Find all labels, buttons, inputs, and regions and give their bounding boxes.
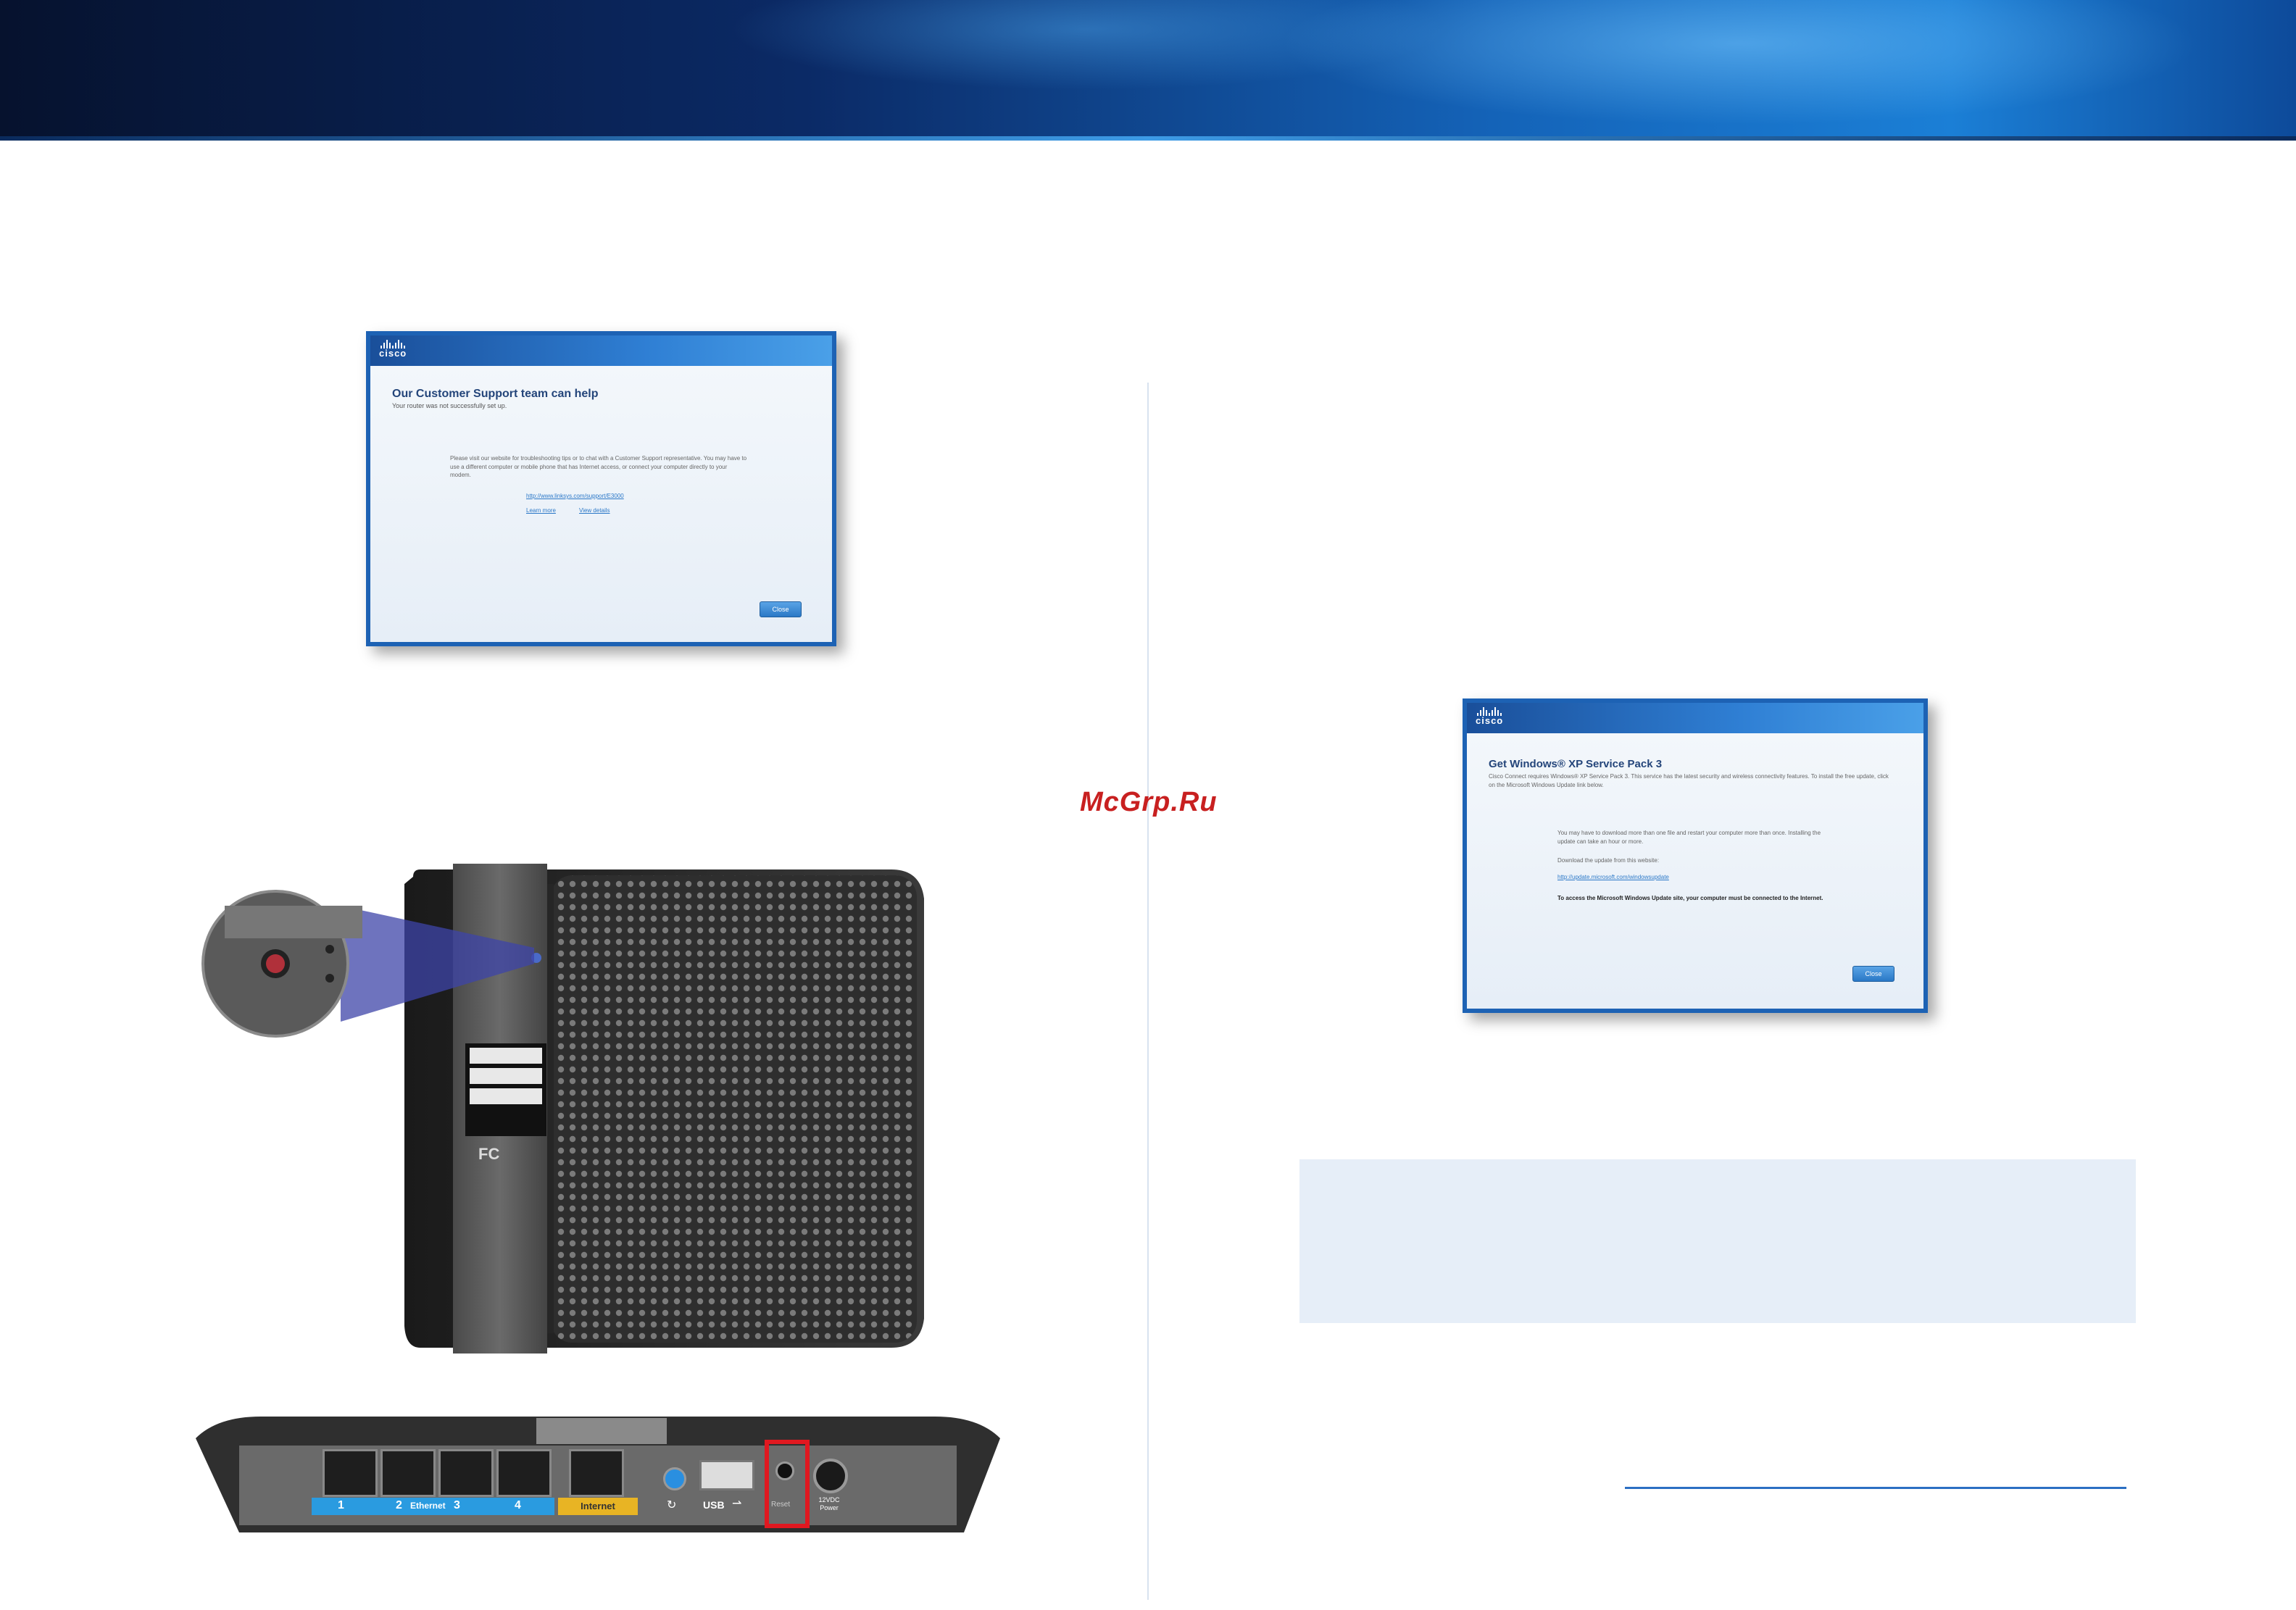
dialog-body-text: You may have to download more than one f…: [1557, 830, 1821, 845]
zoom-beam: [341, 906, 534, 1022]
ethernet-port-2[interactable]: [380, 1449, 436, 1497]
internet-label-bar: Internet: [558, 1498, 638, 1515]
cisco-logo: cisco: [379, 340, 407, 358]
dialog-title: Get Windows® XP Service Pack 3: [1489, 758, 1663, 770]
port-number-4: 4: [515, 1499, 521, 1511]
internet-port[interactable]: [569, 1449, 624, 1497]
reset-label: Reset: [771, 1501, 791, 1509]
learn-more-link[interactable]: Learn more: [526, 507, 556, 514]
reset-zoom-circle: [201, 890, 362, 1038]
ethernet-label-bar: 1 2 Ethernet 3 4: [312, 1498, 554, 1515]
dialog-header: cisco: [1467, 703, 1923, 733]
router-back-view: 1 2 Ethernet 3 4 Internet ↻ USB ⇀ Reset …: [196, 1409, 1000, 1540]
ethernet-port-4[interactable]: [496, 1449, 552, 1497]
support-link[interactable]: http://www.linksys.com/support/E3000: [526, 493, 624, 499]
dialog-body: Get Windows® XP Service Pack 3 Cisco Con…: [1467, 733, 1923, 1009]
column-divider: [1147, 383, 1149, 1600]
dialog-download-label: Download the update from this website:: [1557, 857, 1660, 864]
reset-button[interactable]: [775, 1461, 794, 1480]
reset-highlight-box: [765, 1440, 810, 1528]
dialog-intro-text: Cisco Connect requires Windows® XP Servi…: [1489, 773, 1889, 788]
ethernet-port-1[interactable]: [323, 1449, 378, 1497]
router-top-view: FC: [201, 864, 924, 1354]
wps-icon: ↻: [667, 1499, 677, 1511]
power-label: 12VDC Power: [818, 1496, 840, 1511]
port-number-2: 2: [396, 1499, 402, 1511]
port-number-1: 1: [338, 1499, 344, 1511]
dialog-header: cisco: [370, 335, 832, 366]
link-underline: [1625, 1487, 2126, 1489]
dialog-body: Our Customer Support team can help Your …: [370, 366, 832, 642]
wps-button[interactable]: [663, 1467, 686, 1490]
ethernet-label: Ethernet: [410, 1501, 446, 1511]
port-number-3: 3: [454, 1499, 460, 1511]
windows-xp-dialog: cisco Get Windows® XP Service Pack 3 Cis…: [1463, 698, 1928, 1013]
header-banner: [0, 0, 2296, 141]
ethernet-port-3[interactable]: [438, 1449, 494, 1497]
close-button[interactable]: Close: [1852, 966, 1894, 982]
dialog-body-text: Please visit our website for troubleshoo…: [450, 455, 747, 479]
dialog-title: Our Customer Support team can help: [392, 388, 599, 400]
customer-support-dialog: cisco Our Customer Support team can help…: [366, 331, 836, 646]
watermark: McGrp.Ru: [1080, 787, 1218, 817]
power-port[interactable]: [813, 1459, 848, 1493]
note-box: [1299, 1159, 2136, 1323]
usb-port[interactable]: [699, 1460, 754, 1490]
cisco-logo: cisco: [1476, 707, 1503, 725]
windows-update-link[interactable]: http://update.microsoft.com/windowsupdat…: [1557, 874, 1669, 880]
usb-label: USB: [703, 1499, 725, 1511]
close-button[interactable]: Close: [760, 601, 802, 617]
fcc-mark: FC: [478, 1145, 499, 1163]
dialog-note-text: To access the Microsoft Windows Update s…: [1557, 895, 1823, 901]
view-details-link[interactable]: View details: [579, 507, 610, 514]
usb-icon: ⇀: [732, 1498, 742, 1510]
dialog-subtitle: Your router was not successfully set up.: [392, 402, 507, 409]
